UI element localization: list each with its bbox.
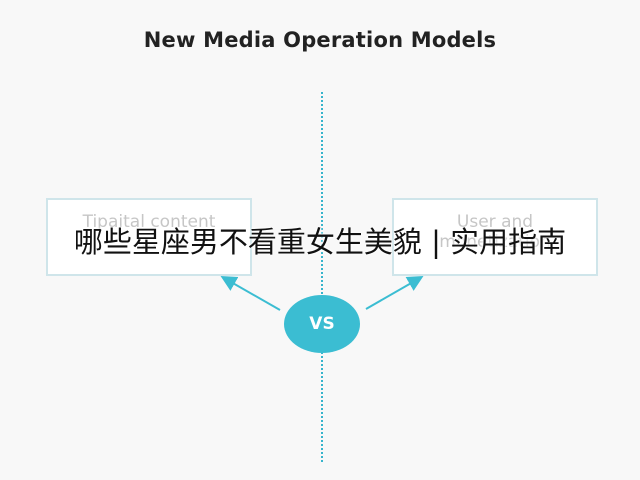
vs-badge: VS: [284, 295, 360, 353]
overlay-caption: 哪些星座男不看重女生美貌 | 实用指南: [73, 225, 567, 259]
right-model-box: User and monetization: [392, 198, 598, 276]
right-box-line-2: monetization: [439, 232, 551, 252]
left-model-box: Tipaital content ...: [46, 198, 252, 276]
right-box-line-1: User and: [456, 212, 534, 232]
center-divider-line: [321, 92, 323, 462]
arrow-right-icon: [365, 276, 424, 310]
left-box-line-2: ...: [140, 232, 158, 252]
left-box-line-1: Tipaital content: [82, 212, 216, 232]
arrow-left-icon: [220, 276, 281, 311]
diagram-title: New Media Operation Models: [143, 28, 497, 52]
